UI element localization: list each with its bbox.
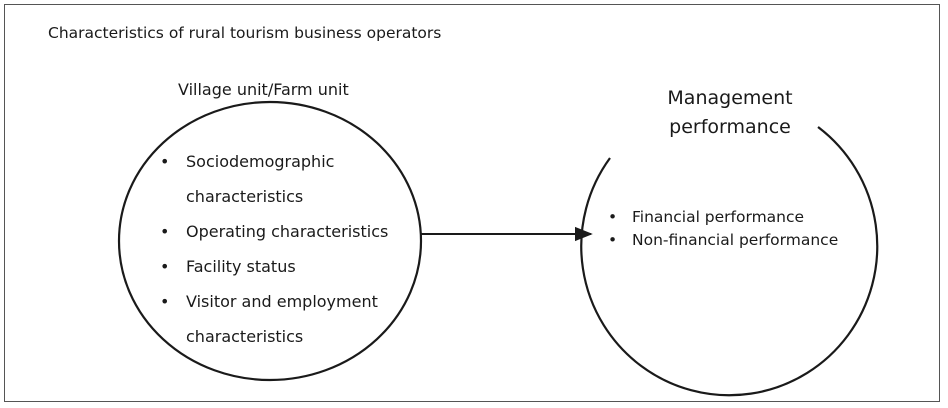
item-line: Financial performance	[632, 208, 805, 226]
right-group-header: Management performance	[660, 84, 800, 142]
list-item: • Financial performance	[608, 206, 838, 229]
bullet-icon: •	[160, 222, 170, 241]
item-line: Facility status	[186, 257, 296, 276]
left-group-header: Village unit/Farm unit	[178, 80, 349, 99]
bullet-icon: •	[608, 231, 618, 249]
bullet-icon: •	[608, 208, 618, 226]
bullet-icon: •	[160, 292, 170, 311]
list-item: • Facility status	[160, 249, 388, 284]
list-item: • Sociodemographic characteristics	[160, 144, 388, 214]
left-characteristics-list: • Sociodemographic characteristics • Ope…	[160, 144, 389, 354]
item-line: Sociodemographic	[186, 152, 335, 171]
figure-frame	[4, 4, 940, 402]
bullet-icon: •	[160, 152, 170, 171]
performance-list: • Financial performance • Non-financial …	[608, 206, 839, 252]
right-header-line2: performance	[669, 116, 791, 138]
item-line: Operating characteristics	[186, 222, 389, 241]
right-header-line1: Management	[667, 87, 793, 109]
list-item: • Visitor and employment characteristics	[160, 284, 388, 354]
left-circle	[117, 100, 423, 382]
item-line: characteristics	[186, 187, 304, 206]
right-circle-arc	[580, 126, 879, 397]
bullet-icon: •	[160, 257, 170, 276]
list-item: • Non-financial performance	[608, 229, 839, 252]
item-line: characteristics	[186, 327, 304, 346]
item-line: Visitor and employment	[186, 292, 378, 311]
list-item: • Operating characteristics	[160, 214, 389, 249]
item-line: Non-financial performance	[632, 231, 839, 249]
diagram-title: Characteristics of rural tourism busines…	[48, 24, 442, 42]
